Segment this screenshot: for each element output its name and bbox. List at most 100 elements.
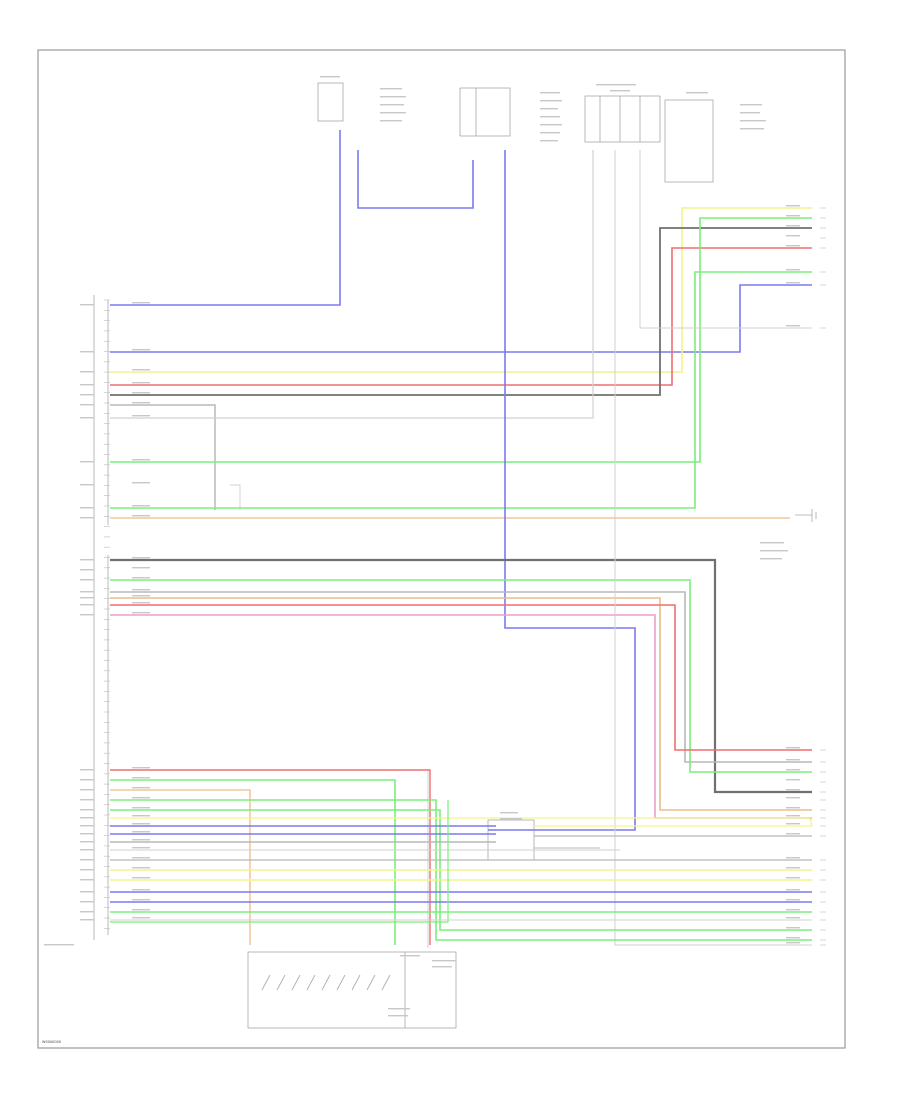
wire-1 [357,150,474,209]
label-mark-17 [132,482,150,484]
label-mark-50 [80,833,94,835]
wire-22 [110,769,431,945]
label-mark-92 [786,899,800,901]
label-mark-84 [786,807,800,809]
label-mark-119 [760,550,788,552]
wire-4 [110,247,812,386]
wire-0 [110,130,341,306]
label-mark-60 [80,879,94,881]
wire-harness [110,130,813,948]
label-mark-35 [132,612,150,614]
label-mark-7 [132,382,150,384]
label-mark-39 [132,777,150,779]
wire-15 [110,579,812,773]
label-mark-88 [786,857,800,859]
label-mark-34 [80,614,94,616]
label-mark-102 [380,112,406,114]
component-box-2 [459,87,511,137]
switch-contact-3 [306,974,316,991]
label-mark-108 [540,124,562,126]
label-mark-5 [132,369,150,371]
label-mark-94 [786,917,800,919]
label-mark-96 [786,937,800,939]
label-mark-58 [80,869,94,871]
label-mark-99 [380,88,402,90]
label-mark-42 [80,799,94,801]
label-mark-64 [80,901,94,903]
label-mark-40 [80,789,94,791]
label-mark-114 [740,104,762,106]
wire-2 [110,284,812,353]
label-mark-33 [132,602,150,604]
diagram-frame [37,49,846,1049]
label-mark-59 [132,867,150,869]
label-mark-126 [388,1008,410,1010]
label-mark-76 [786,282,800,284]
label-mark-20 [80,517,94,519]
label-mark-12 [80,417,94,419]
label-mark-95 [786,927,800,929]
label-mark-66 [80,911,94,913]
label-mark-22 [80,559,94,561]
label-mark-110 [540,140,558,142]
label-mark-80 [786,769,800,771]
label-mark-3 [132,349,150,351]
label-mark-37 [132,767,150,769]
label-mark-28 [80,591,94,593]
switch-contact-0 [261,974,271,991]
label-mark-72 [786,225,800,227]
wire-24 [110,789,251,945]
label-mark-13 [132,415,150,417]
wire-5 [110,227,812,396]
component-box-4 [664,99,714,183]
label-mark-71 [786,215,800,217]
wire-12 [230,484,241,510]
label-mark-19 [132,505,150,507]
label-mark-51 [132,831,150,833]
label-mark-2 [80,351,94,353]
label-mark-90 [786,877,800,879]
label-mark-4 [80,371,94,373]
label-mark-69 [132,917,150,919]
label-mark-73 [786,235,800,237]
label-mark-103 [380,120,402,122]
label-mark-81 [786,779,800,781]
right-terminal-ticks [820,207,826,946]
label-mark-68 [80,919,94,921]
label-mark-14 [80,461,94,463]
label-mark-79 [786,759,800,761]
label-mark-32 [80,604,94,606]
bottom-components [247,819,535,1029]
label-mark-21 [132,515,150,517]
label-mark-65 [132,899,150,901]
label-mark-115 [740,112,760,114]
switch-contact-2 [291,974,301,991]
label-mark-49 [132,823,150,825]
label-mark-10 [80,404,94,406]
label-mark-0 [80,304,94,306]
label-mark-122 [500,818,522,820]
switch-contact-7 [366,974,376,991]
label-mark-128 [44,944,74,946]
label-mark-123 [400,955,420,957]
label-mark-30 [80,597,94,599]
label-mark-83 [786,797,800,799]
wire-42 [110,800,449,923]
label-mark-125 [432,966,452,968]
label-mark-44 [80,809,94,811]
switch-contact-4 [321,974,331,991]
label-mark-53 [132,839,150,841]
label-mark-57 [132,857,150,859]
switch-contact-6 [351,974,361,991]
label-mark-55 [132,847,150,849]
label-mark-87 [786,833,800,835]
switch-contacts [261,974,391,991]
label-mark-105 [540,100,562,102]
wire-17 [110,597,812,811]
switch-contact-8 [381,974,391,991]
wire-8 [110,217,812,463]
label-mark-118 [760,542,784,544]
label-mark-70 [786,205,800,207]
label-mark-121 [500,812,518,814]
wire-16 [110,591,812,763]
